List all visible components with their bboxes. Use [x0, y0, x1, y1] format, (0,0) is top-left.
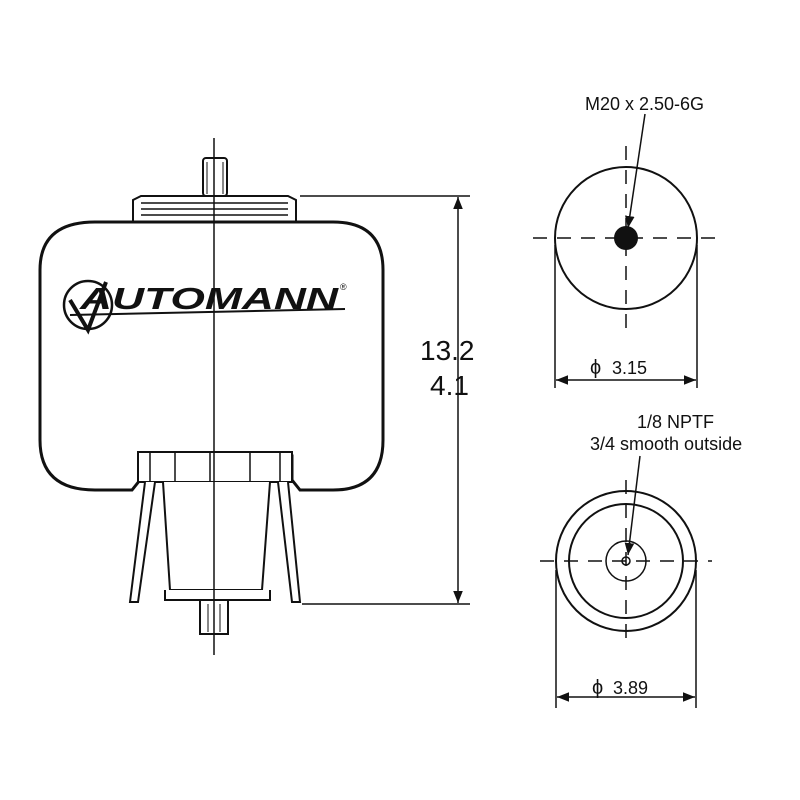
top-diameter-value: 3.15 [612, 358, 647, 378]
top-view [533, 113, 719, 388]
front-view [38, 138, 385, 655]
height-max-label: 13.2 [420, 335, 475, 366]
thread-label: M20 x 2.50-6G [585, 94, 704, 114]
height-dimension [300, 195, 470, 605]
logo-trademark: ® [340, 282, 347, 292]
thread-leader [625, 113, 646, 229]
height-min-label: 4.1 [430, 370, 469, 401]
automann-logo: AUTOMANN ® [62, 279, 347, 335]
logo-swoosh-icon [62, 279, 114, 335]
bellows-body [38, 220, 385, 492]
port-label-line-2: 3/4 smooth outside [590, 434, 742, 454]
port-label-line-1: 1/8 NPTF [637, 412, 714, 432]
top-diameter-symbol: ϕ [590, 357, 601, 379]
bottom-view [540, 455, 712, 708]
bottom-diameter-value: 3.89 [613, 678, 648, 698]
bottom-diameter-symbol: ϕ [592, 677, 603, 699]
lower-piston [128, 451, 302, 603]
top-stud [202, 157, 228, 197]
top-stud-hole [614, 226, 638, 250]
port-leader [624, 455, 641, 556]
logo-underline [69, 308, 346, 316]
